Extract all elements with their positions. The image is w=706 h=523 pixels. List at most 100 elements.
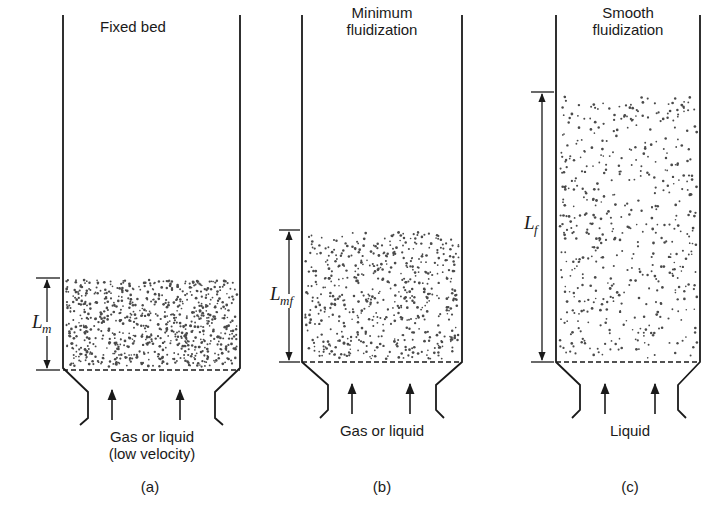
particle (158, 295, 160, 297)
particle (619, 311, 621, 313)
particle (132, 302, 134, 304)
particle (79, 314, 81, 316)
particle (371, 295, 374, 298)
particle (357, 316, 359, 318)
particle (635, 348, 638, 351)
particle (181, 331, 184, 334)
particle (79, 353, 82, 356)
particle (356, 241, 358, 243)
particle (157, 355, 159, 357)
particle (320, 309, 322, 311)
particle (604, 343, 606, 345)
particle (598, 351, 600, 353)
particle (200, 317, 202, 319)
particle (426, 302, 428, 304)
particle (317, 336, 319, 338)
particle (166, 327, 168, 329)
particle (409, 265, 411, 267)
particle (175, 339, 177, 341)
particle (90, 328, 92, 330)
particle (613, 283, 615, 285)
particle (356, 331, 359, 334)
particle (138, 350, 140, 352)
particle (102, 357, 105, 360)
particle (409, 297, 411, 299)
particle (149, 282, 151, 284)
particle (377, 322, 379, 324)
particle (234, 315, 237, 318)
particle (139, 289, 141, 291)
particle (356, 280, 359, 283)
particle (411, 347, 413, 349)
particle (170, 340, 172, 342)
particle (86, 289, 89, 292)
particle (682, 266, 684, 268)
particle (677, 298, 679, 300)
particle (608, 329, 610, 331)
particle (570, 333, 572, 335)
particle (427, 349, 429, 351)
particle (227, 358, 230, 361)
particle (331, 251, 334, 254)
particle (341, 236, 343, 238)
particle (349, 311, 351, 313)
particle (411, 295, 413, 297)
particle (629, 279, 632, 282)
particle (112, 311, 115, 314)
particle (451, 313, 453, 315)
particle (613, 119, 615, 121)
particle (437, 264, 439, 266)
particle (226, 293, 228, 295)
particle (175, 299, 177, 301)
particle (157, 335, 159, 337)
particle (207, 350, 210, 353)
particle (578, 327, 580, 329)
particle (397, 305, 399, 307)
particle (691, 253, 693, 255)
particle (353, 276, 355, 278)
particle (577, 140, 579, 142)
particle (185, 332, 188, 335)
particle (614, 203, 617, 206)
particle (394, 294, 396, 296)
particle (142, 344, 144, 346)
particle (442, 244, 444, 246)
particle (215, 311, 217, 313)
particle (362, 341, 364, 343)
particle (398, 291, 400, 293)
particle (231, 295, 233, 297)
particle (611, 230, 613, 232)
particle (591, 223, 593, 225)
particle (228, 296, 230, 298)
particle (580, 341, 582, 343)
particle (323, 349, 325, 351)
particle (402, 245, 404, 247)
particle (133, 354, 135, 356)
particle (364, 232, 367, 235)
particle (412, 269, 414, 271)
particle (146, 337, 148, 339)
particle (224, 332, 226, 334)
particle (195, 310, 197, 312)
particle (594, 107, 596, 109)
particle (577, 287, 579, 289)
particle (148, 279, 150, 281)
particle (411, 257, 413, 259)
particle (144, 315, 146, 317)
particle (227, 310, 229, 312)
particle (230, 321, 232, 323)
particle (175, 317, 177, 319)
particle (348, 354, 350, 356)
particle (423, 288, 426, 291)
particle (400, 305, 402, 307)
particle (189, 286, 192, 289)
particle (86, 351, 89, 354)
particle (592, 103, 595, 106)
particle (637, 332, 639, 334)
particle (315, 306, 318, 309)
particle (403, 237, 406, 240)
particle (566, 300, 569, 303)
particle (635, 338, 637, 340)
particle (651, 256, 653, 258)
particle (128, 337, 131, 340)
